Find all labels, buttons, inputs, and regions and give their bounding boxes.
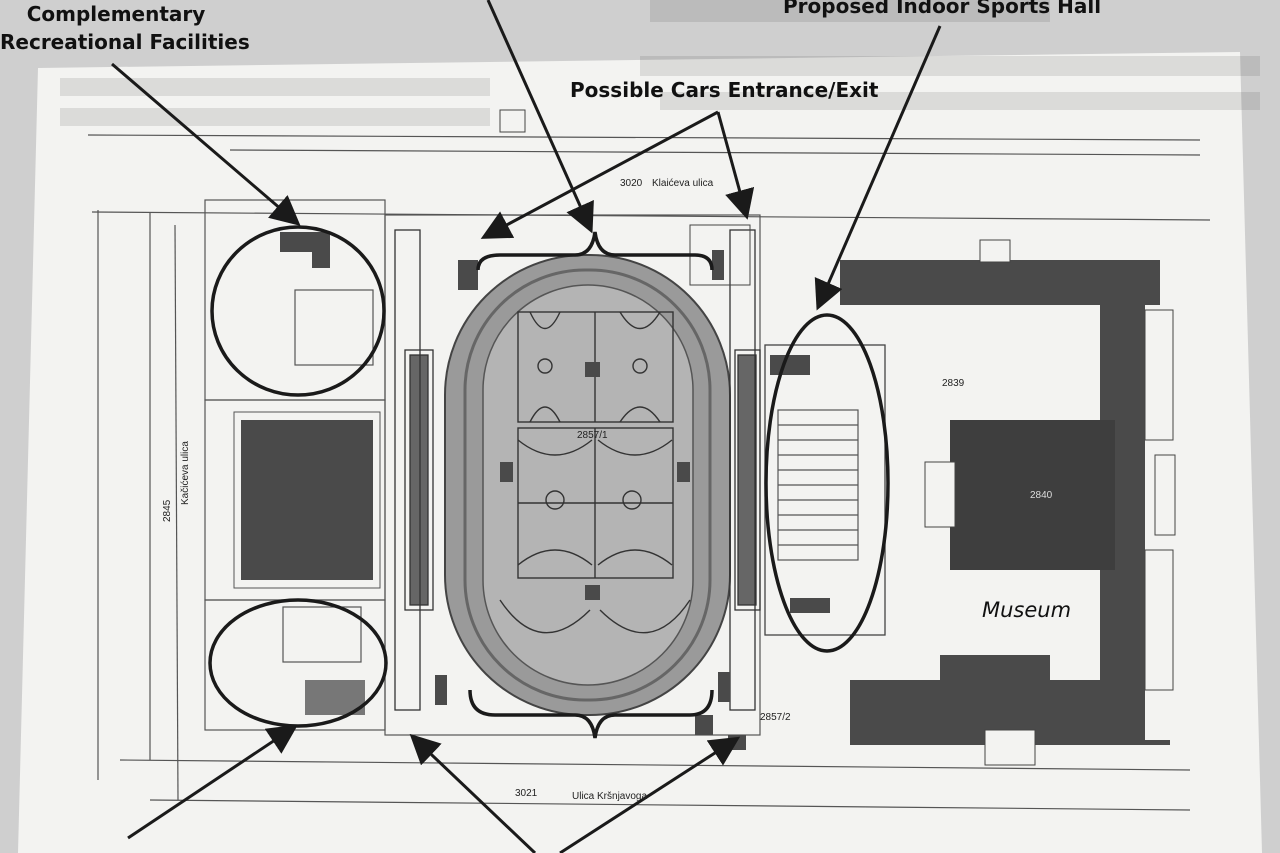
arrow-sports-hall	[814, 25, 942, 311]
label-complementary-line1: Complementary	[26, 2, 206, 26]
small-building	[280, 232, 330, 268]
label-museum: Museum	[982, 598, 1072, 622]
brace-top	[476, 231, 714, 271]
plot-small: 2857/2	[760, 712, 791, 723]
arrow-bottom-right	[559, 736, 741, 853]
highlight-ellipses	[208, 225, 890, 728]
arrow-cars-left	[480, 110, 719, 239]
arrows	[111, 0, 942, 853]
arrow-bottom-left	[127, 724, 298, 840]
street-left-name: Kačićeva ulica	[180, 441, 191, 505]
ellipse-bottom-left	[208, 598, 388, 728]
street-top-name: Klaićeva ulica	[652, 178, 714, 189]
street-bottom-number: 3021	[515, 788, 538, 799]
street-bottom-name: Ulica Kršnjavoga	[572, 791, 648, 802]
ellipse-top-left	[210, 225, 386, 397]
stands	[394, 229, 761, 711]
arrow-cars-right	[716, 111, 755, 220]
street-left-number: 2845	[162, 499, 173, 522]
plot-hall: 2839	[942, 378, 965, 389]
brace-bottom	[468, 689, 714, 739]
label-cars-entrance: Possible Cars Entrance/Exit	[570, 78, 879, 102]
ellipse-sports-hall	[764, 313, 890, 653]
arrow-complementary	[111, 62, 301, 226]
show-through-text	[60, 0, 1260, 126]
plot-museum: 2840	[1030, 490, 1053, 501]
street-outlines	[87, 134, 1211, 811]
tennis-court	[241, 420, 373, 580]
hall-seating	[777, 409, 859, 561]
label-complementary-facilities: Complementary Recreational Facilities	[0, 0, 250, 56]
arrow-bottom-mid	[409, 733, 537, 853]
label-complementary-line2: Recreational Facilities	[0, 30, 250, 54]
label-sports-hall: Proposed Indoor Sports Hall	[783, 0, 1102, 18]
plot-field: 2857/1	[577, 430, 608, 441]
street-top-number: 3020	[620, 178, 643, 189]
